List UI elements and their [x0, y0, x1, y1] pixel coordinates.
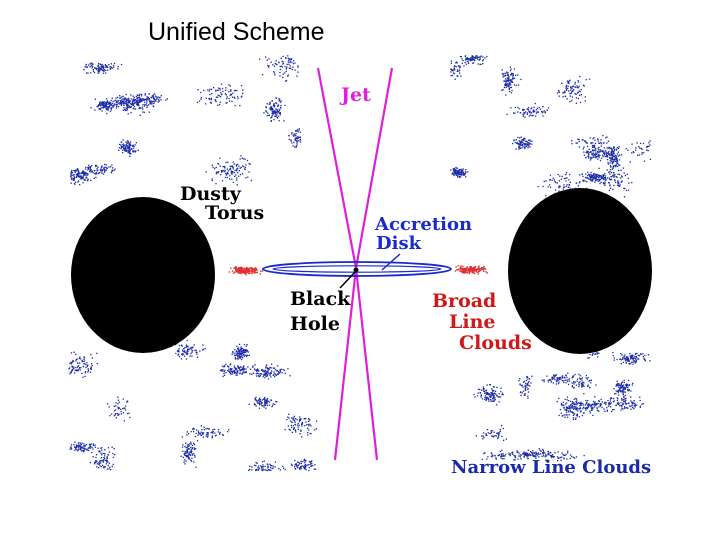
dusty-torus-label-line2: Torus — [205, 202, 264, 224]
dusty-torus-left — [71, 197, 215, 353]
broad-line-clouds-label-line2: Line — [449, 311, 495, 333]
jet-lower-left — [333, 267, 358, 461]
black-hole-label-line2: Hole — [290, 313, 340, 335]
narrow-line-clouds-label: Narrow Line Clouds — [451, 457, 651, 478]
jet-upper-right — [354, 67, 394, 269]
broad-line-cloud-speckles — [228, 265, 488, 276]
black-hole-label-line1: Black — [290, 288, 351, 310]
dusty-torus-label-line1: Dusty — [180, 183, 242, 205]
broad-line-clouds-label-line3: Clouds — [459, 332, 532, 354]
jet-label: Jet — [339, 84, 371, 106]
dusty-torus-right — [508, 188, 652, 354]
black-hole-pointer — [339, 270, 357, 289]
narrow-line-cloud-speckles — [68, 55, 652, 472]
broad-line-clouds-label-line1: Broad — [432, 290, 496, 312]
jet-lower-right — [354, 267, 379, 461]
slide-title: Unified Scheme — [148, 18, 325, 46]
accretion-disk-outer — [262, 261, 452, 277]
jet-upper-left — [316, 67, 358, 269]
accretion-disk-label-line2: Disk — [376, 233, 422, 254]
accretion-disk-label-line1: Accretion — [374, 214, 472, 235]
accretion-disk-pointer — [381, 253, 401, 271]
